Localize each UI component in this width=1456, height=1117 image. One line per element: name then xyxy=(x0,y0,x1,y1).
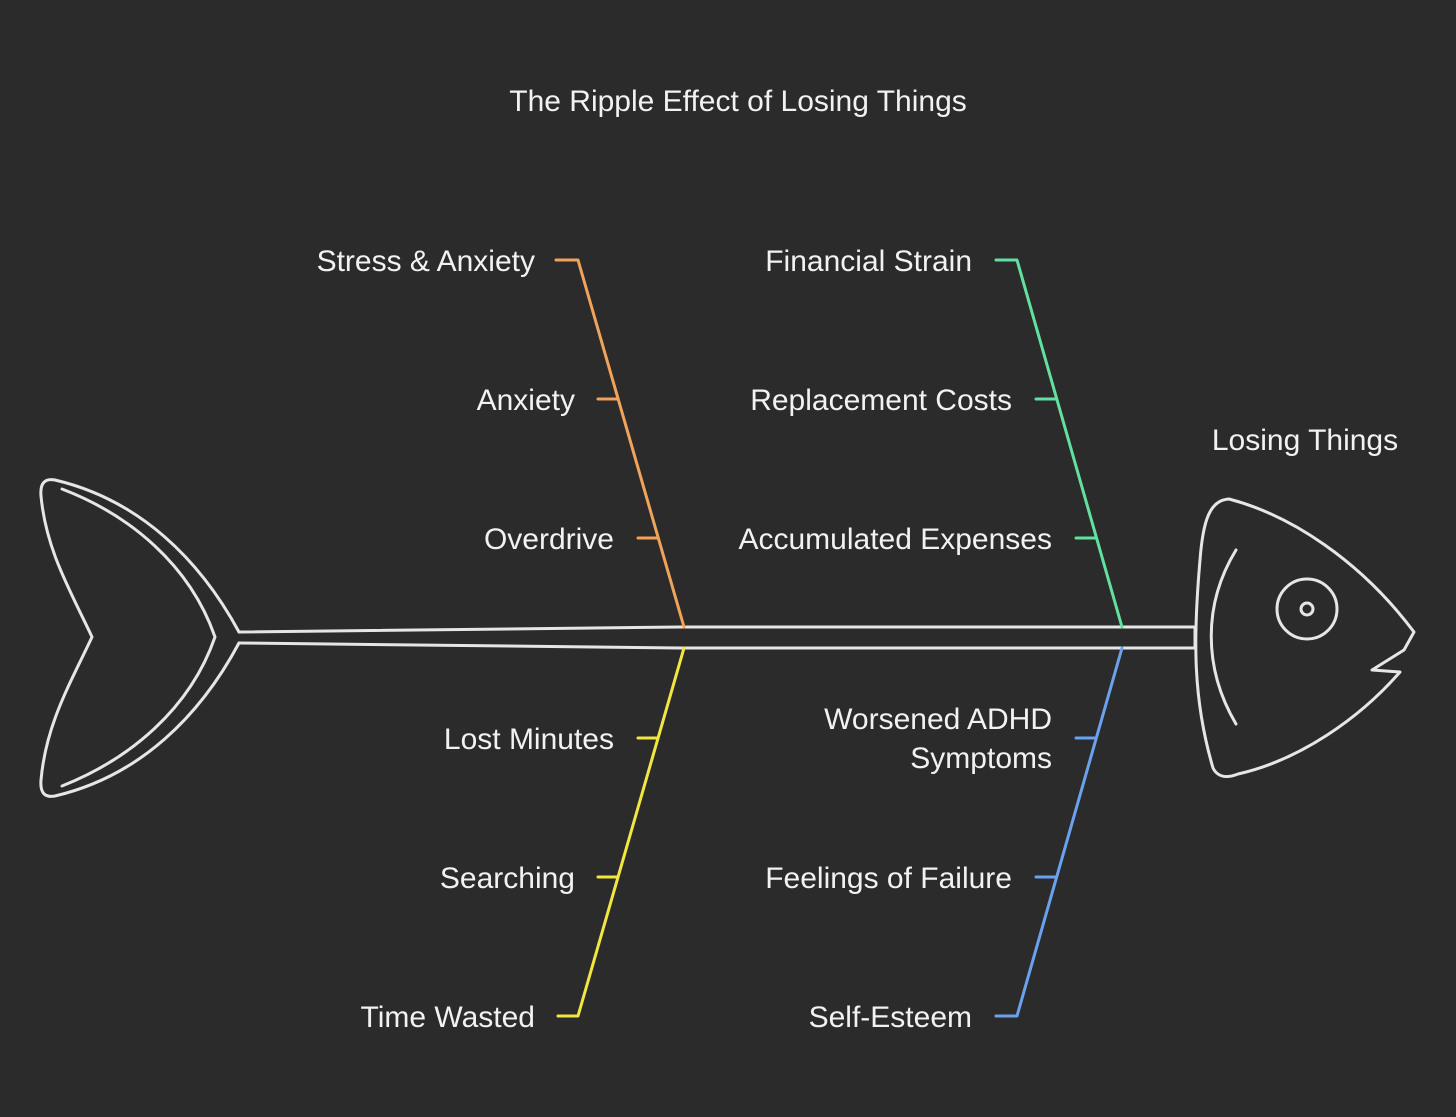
bone-financial-strain: Financial Strain Replacement Costs Accum… xyxy=(738,245,1124,629)
fish-pupil xyxy=(1299,601,1315,617)
diagram-title: The Ripple Effect of Losing Things xyxy=(509,85,967,118)
cause-overdrive: Overdrive xyxy=(484,523,614,556)
cause-accumulated-expenses: Accumulated Expenses xyxy=(738,523,1052,556)
fish-eye xyxy=(1275,577,1339,641)
cause-anxiety: Anxiety xyxy=(477,384,575,417)
category-self-esteem: Self-Esteem xyxy=(809,1001,972,1034)
cause-symptoms: Symptoms xyxy=(910,742,1052,775)
cause-worsened-adhd: Worsened ADHD xyxy=(824,703,1052,736)
bone-self-esteem: Worsened ADHD Symptoms Feelings of Failu… xyxy=(765,646,1124,1034)
cause-searching: Searching xyxy=(440,862,575,895)
effect-label: Losing Things xyxy=(1212,424,1398,457)
fish-tail xyxy=(39,478,241,798)
fish-spine xyxy=(237,625,1197,650)
bone-stress-anxiety: Stress & Anxiety Anxiety Overdrive xyxy=(317,245,686,629)
category-stress-anxiety: Stress & Anxiety xyxy=(317,245,535,278)
category-time-wasted: Time Wasted xyxy=(361,1001,535,1034)
fish-head xyxy=(1193,497,1416,778)
cause-lost-minutes: Lost Minutes xyxy=(444,723,614,756)
cause-feelings-of-failure: Feelings of Failure xyxy=(765,862,1012,895)
bone-time-wasted: Lost Minutes Searching Time Wasted xyxy=(361,646,686,1034)
cause-replacement-costs: Replacement Costs xyxy=(750,384,1012,417)
category-financial-strain: Financial Strain xyxy=(765,245,972,278)
